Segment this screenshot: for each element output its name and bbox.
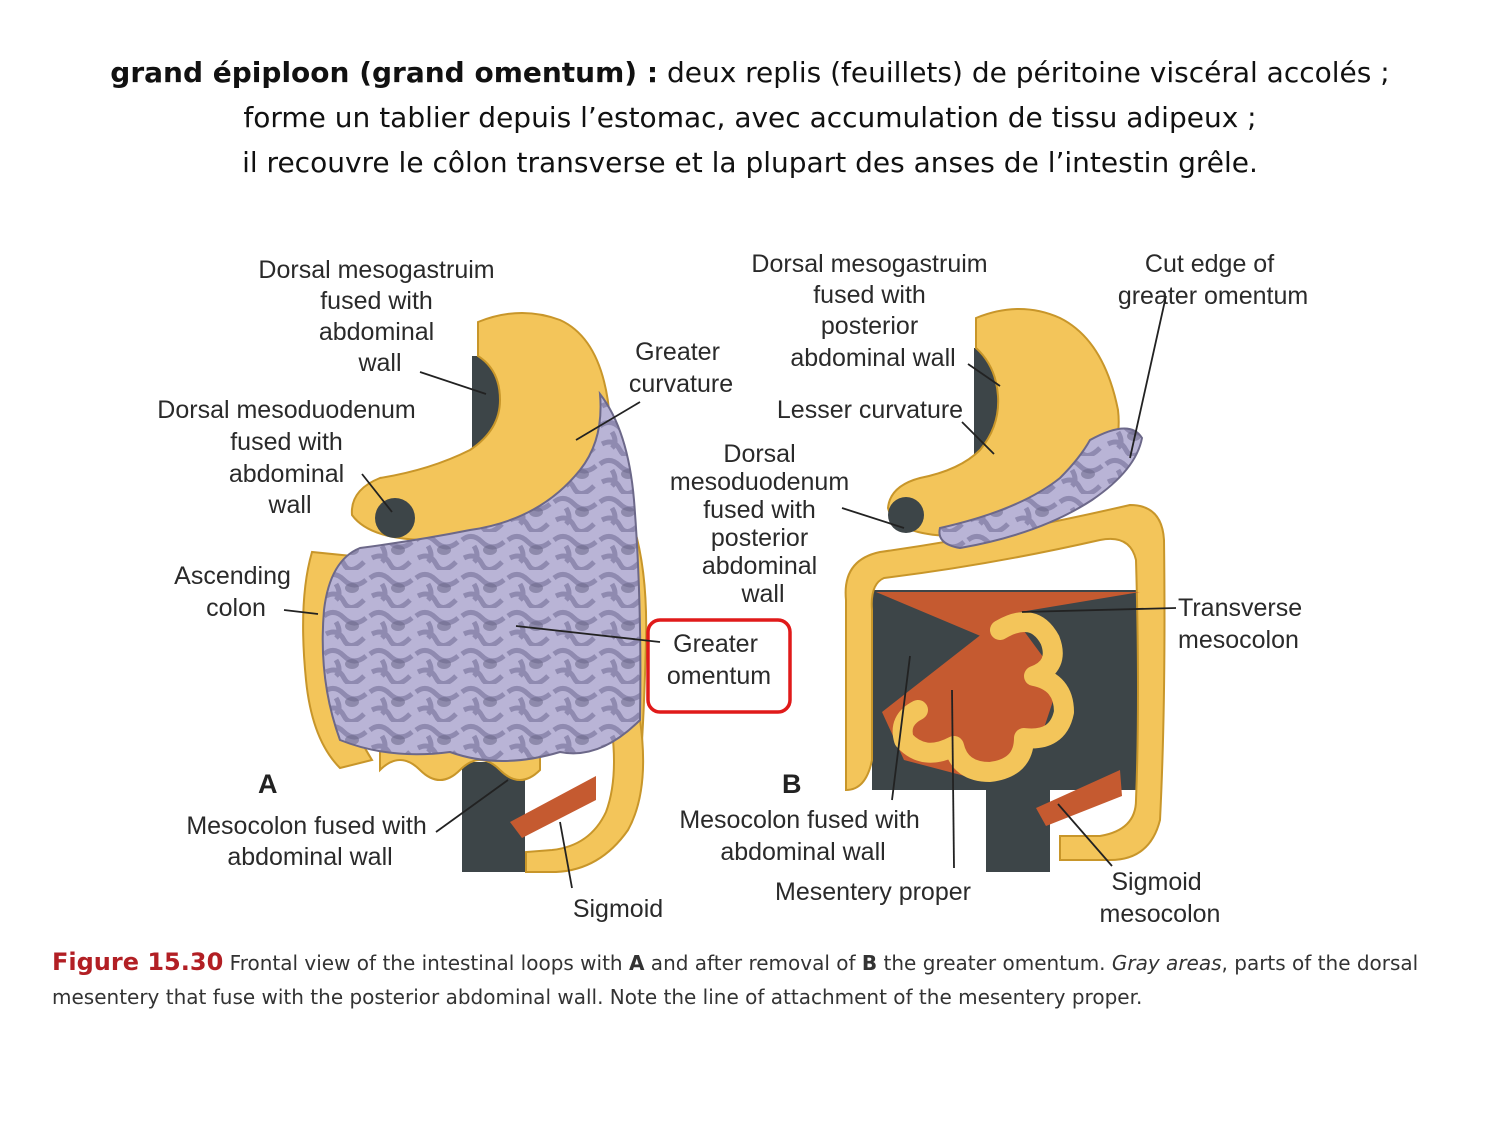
label-b-lesser-curvature: Lesser curvature [777,396,963,424]
label-a-dorsal-mesoduodenum: Dorsal mesoduodenum fused with abdominal… [157,396,422,519]
leader-b-mesocolon-fused [891,655,911,801]
label-a-greater-curvature: Greater curvature [629,338,733,398]
label-b-mesentery-proper: Mesentery proper [775,878,971,906]
label-b-mesocolon-fused: Mesocolon fused with abdominal wall [679,806,926,866]
panel-b-letter: B [782,769,802,799]
leader-a-dorsal-mesogastrium [419,371,487,395]
panel-b-sigmoid-mesocolon-shape [1036,770,1122,826]
heading-line-2: forme un tablier depuis l’estomac, avec … [243,101,1257,134]
greater-omentum-highlight-box [646,618,792,714]
panel-a-greater-omentum [321,390,642,762]
panel-b-small-intestine [892,612,1074,782]
heading-line-3: il recouvre le côlon transverse et la pl… [242,146,1258,179]
label-b-cut-edge: Cut edge of greater omentum [1118,250,1308,310]
panel-a-illustration [302,312,648,873]
leader-b-dorsal-mesogastrium [967,363,1001,387]
label-b-dorsal-mesogastrium: Dorsal mesogastruim fused with posterior… [751,250,994,372]
leader-b-dorsal-mesoduodenum [841,507,905,529]
leader-b-transverse-mesocolon [1021,607,1177,613]
label-a-dorsal-mesogastrium: Dorsal mesogastruim fused with abdominal… [258,256,501,377]
leader-a-sigmoid [559,821,573,889]
label-a-mesocolon-fused: Mesocolon fused with abdominal wall [186,812,433,871]
leader-a-greater-omentum [515,625,661,643]
leader-b-sigmoid-mesocolon [1057,803,1113,867]
caption-gray-areas: Gray areas [1111,951,1222,975]
leader-b-lesser-curvature [961,421,995,455]
leader-a-mesocolon-fused [435,779,509,833]
label-a-ascending-colon: Ascending colon [174,562,298,622]
panel-b-omentum-cut-edge [938,427,1144,550]
slide-heading: grand épiploon (grand omentum) : deux re… [0,50,1500,185]
panel-a-duodenum-opening [375,498,415,538]
label-b-sigmoid-mesocolon: Sigmoid mesocolon [1100,868,1221,928]
label-a-sigmoid: Sigmoid [573,895,663,923]
panel-b-dorsal-wall-lower [986,780,1050,872]
label-b-transverse-mesocolon: Transverse mesocolon [1178,594,1309,654]
label-b-dorsal-mesoduodenum: Dorsal mesoduodenum fused with posterior… [670,440,856,608]
panel-a-letter: A [258,769,278,799]
panel-a-dorsal-wall-lower [462,762,525,872]
figure-caption: Figure 15.30 Frontal view of the intesti… [52,945,1472,1014]
heading-line-1: grand épiploon (grand omentum) : deux re… [0,50,1500,95]
leader-a-ascending-colon [283,609,319,615]
panel-a-sigmoid-mesocolon [510,776,596,838]
leader-b-cut-edge [1129,295,1167,459]
caption-part-3: the greater omentum. [877,951,1112,975]
leader-b-mesentery-proper [951,689,955,869]
caption-part-4: , parts of the dorsal mesentery that fus… [52,951,1419,1009]
caption-letter-b: B [861,951,878,975]
panel-a-sigmoid-colon [525,718,645,873]
caption-part-2: and after removal of [644,951,862,975]
leader-a-dorsal-mesoduodenum [361,473,393,513]
panel-b-colon-frame [844,503,1166,861]
leader-a-greater-curvature [575,401,641,441]
panel-b-duodenum-opening [888,497,924,533]
heading-line-1-text: deux replis (feuillets) de péritoine vis… [658,56,1390,89]
panel-b-illustration [844,308,1166,872]
figure-number: Figure 15.30 [52,948,224,976]
heading-term: grand épiploon (grand omentum) : [110,56,659,89]
caption-letter-a: A [628,951,645,975]
caption-part-1: Frontal view of the intestinal loops wit… [223,951,629,975]
label-a-greater-omentum: Greater omentum [667,630,771,690]
